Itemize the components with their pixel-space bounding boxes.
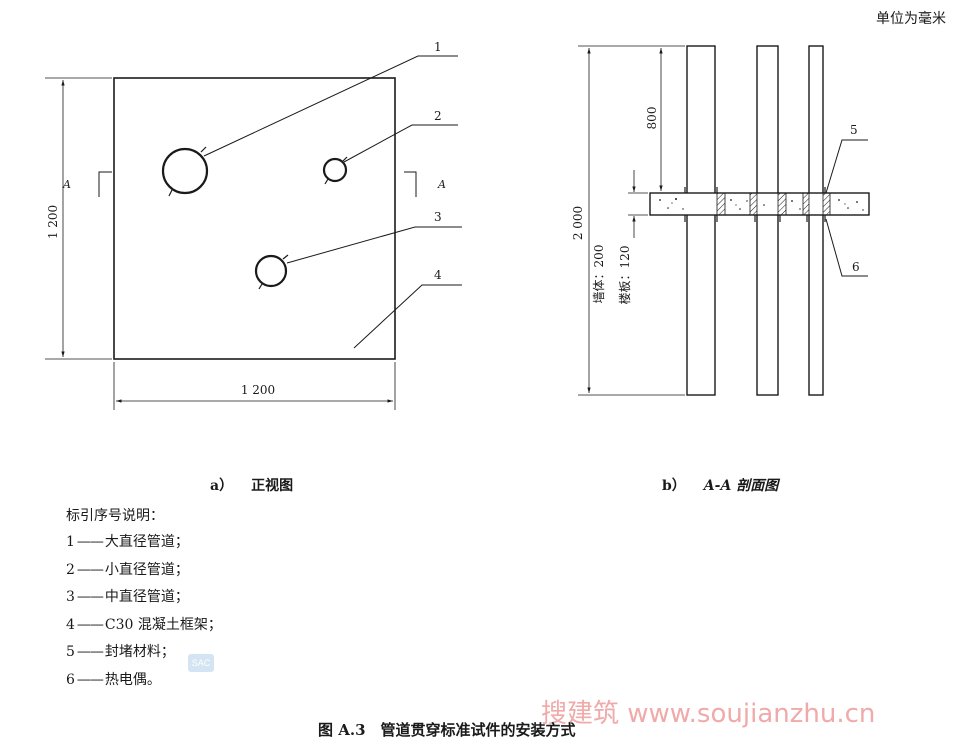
callout-5: 5 xyxy=(850,123,858,137)
legend-item: 4——C30 混凝土框架； xyxy=(66,614,222,642)
slab-dimension xyxy=(628,170,648,238)
large-pipe xyxy=(161,146,209,197)
legend-dash: —— xyxy=(76,616,104,633)
total-height-text: 2 000 xyxy=(571,206,585,240)
unit-note: 单位为毫米 xyxy=(876,11,946,27)
legend-dash: —— xyxy=(76,671,104,688)
figure-title: 图 A.3 管道贯穿标准试件的安装方式 xyxy=(318,721,576,739)
legend-num: 4 xyxy=(66,616,75,633)
legend-dash: —— xyxy=(76,534,104,550)
stamp-logo: SAC xyxy=(188,654,214,672)
section-view: 5 6 2 000 800 墙体：200 楼板：120 xyxy=(571,45,870,396)
caption-front-label: a） xyxy=(210,478,234,494)
wall-2 xyxy=(756,45,779,396)
medium-pipe xyxy=(254,254,289,290)
slab-dim-text: 楼板：120 xyxy=(617,246,632,305)
section-marker-right xyxy=(404,171,417,197)
legend-dash: —— xyxy=(76,561,104,578)
legend-dash: —— xyxy=(76,589,104,606)
legend-text: 大直径管道； xyxy=(104,534,189,550)
section-label-right: A xyxy=(437,178,446,191)
legend-item: 2——小直径管道； xyxy=(66,559,222,587)
wall-dim-text: 墙体：200 xyxy=(592,245,606,304)
caption-section-label: b） xyxy=(662,478,686,494)
legend-text: C30 混凝土框架； xyxy=(104,616,222,633)
sealing-material xyxy=(716,192,831,216)
callout-6: 6 xyxy=(852,260,860,274)
width-dim-text: 1 200 xyxy=(241,383,275,397)
caption-section-title: A-A 剖面图 xyxy=(703,478,779,494)
small-pipe xyxy=(322,156,348,185)
callout-4: 4 xyxy=(434,268,442,282)
section-marker-left xyxy=(98,171,112,197)
floor-slab xyxy=(649,192,870,216)
height-dimension xyxy=(45,77,112,360)
front-view: 1 2 3 4 A A 1 200 1 200 xyxy=(45,40,462,410)
concrete-speckle xyxy=(659,198,864,211)
width-dimension xyxy=(113,362,396,410)
legend-text: 热电偶。 xyxy=(104,671,161,688)
legend-num: 1 xyxy=(66,534,75,550)
callout-2: 2 xyxy=(434,109,442,123)
section-label-left: A xyxy=(62,178,71,191)
wall-3 xyxy=(808,45,824,396)
callout-3: 3 xyxy=(434,210,442,224)
legend-item: 6——热电偶。 xyxy=(66,669,222,697)
caption-front-view: a） 正视图 xyxy=(210,475,293,495)
callout-1: 1 xyxy=(434,40,442,54)
legend-num: 6 xyxy=(66,671,75,688)
legend-item: 1——大直径管道； xyxy=(66,531,222,559)
height-dim-text: 1 200 xyxy=(46,205,60,239)
watermark: 搜建筑 www.soujianzhu.cn xyxy=(541,699,876,729)
legend-text: 封堵材料； xyxy=(104,644,175,661)
top-dim-text: 800 xyxy=(645,107,659,130)
concrete-frame-outline xyxy=(113,77,396,360)
legend-text: 小直径管道； xyxy=(104,561,189,578)
legend-num: 2 xyxy=(66,561,75,578)
caption-front-title: 正视图 xyxy=(251,478,294,494)
thermocouples xyxy=(684,187,826,222)
legend-title: 标引序号说明： xyxy=(66,508,164,524)
legend-num: 3 xyxy=(66,589,75,606)
total-height-dimension xyxy=(578,45,685,396)
legend-text: 中直径管道； xyxy=(104,589,189,606)
legend-item: 5——封堵材料； xyxy=(66,641,222,669)
wall-1 xyxy=(686,45,716,396)
legend-item: 3——中直径管道； xyxy=(66,586,222,614)
legend-num: 5 xyxy=(66,644,75,661)
caption-section-view: b） A-A 剖面图 xyxy=(662,475,778,495)
legend: 标引序号说明： 1——大直径管道； 2——小直径管道； 3——中直径管道； 4—… xyxy=(66,505,222,697)
leader-lines xyxy=(203,55,462,349)
legend-dash: —— xyxy=(76,644,104,661)
